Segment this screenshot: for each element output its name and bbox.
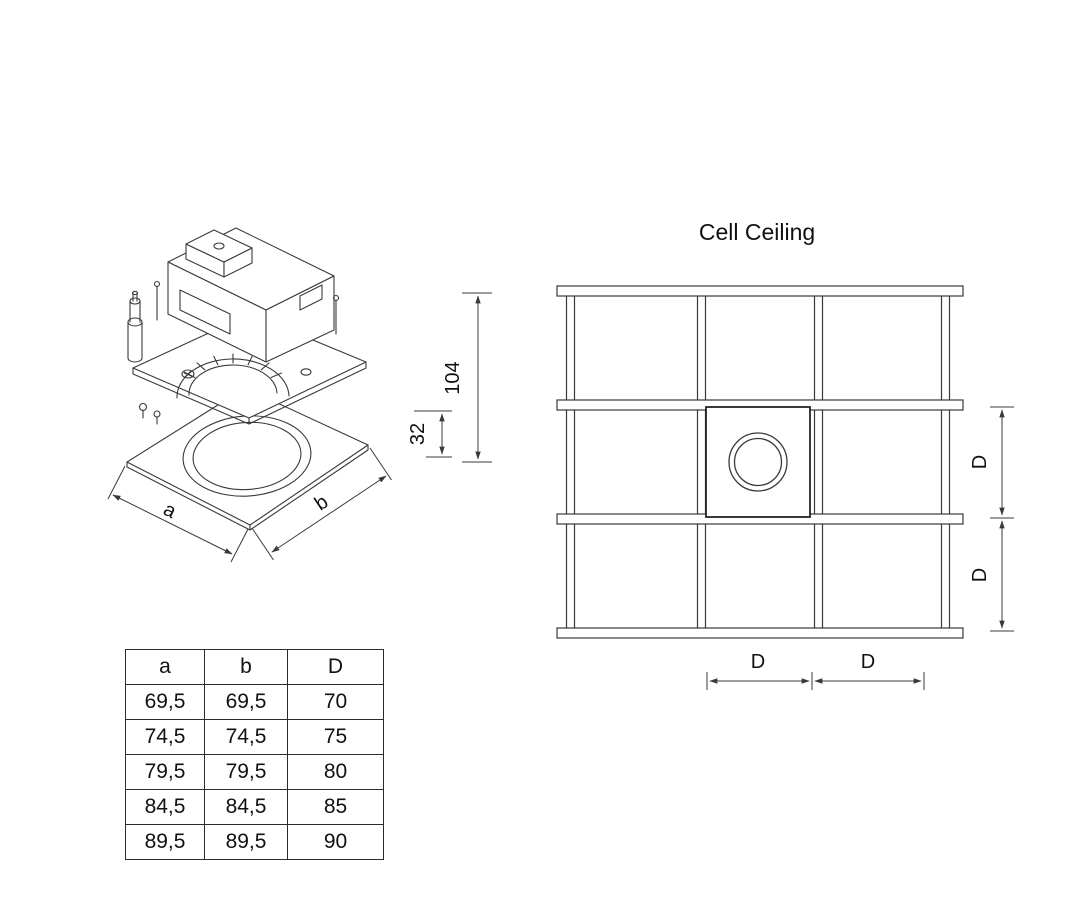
dimension-d-right-upper-label: D <box>969 455 991 469</box>
dimension-d-bottom-right-label: D <box>861 651 875 673</box>
dimension-d-right: D D <box>969 406 1014 632</box>
dimension-table: a b D 69,5 69,5 70 74,5 74,5 75 79,5 79,… <box>125 649 384 860</box>
ceiling-grid-vertical-rails <box>565 291 951 633</box>
table-cell-b: 89,5 <box>204 824 288 860</box>
table-cell-d: 80 <box>287 754 384 790</box>
dimension-32: 32 <box>407 410 452 458</box>
recessed-fixture-plan-view <box>705 406 811 518</box>
trim-plate-thickness <box>126 444 369 531</box>
table-header-a: a <box>125 649 205 685</box>
table-cell-a: 74,5 <box>125 719 205 755</box>
dimension-104: 104 <box>442 292 492 463</box>
table-header-d: D <box>287 649 384 685</box>
driver-box-label <box>179 289 231 335</box>
table-cell-b: 69,5 <box>204 684 288 720</box>
table-header-row: a b D <box>125 649 384 685</box>
cell-ceiling-drawing: Cell Ceiling D D <box>556 219 1014 690</box>
dimension-d-bottom-left-label: D <box>751 651 765 673</box>
dimension-d-right-lower-label: D <box>969 568 991 582</box>
table-cell-a: 79,5 <box>125 754 205 790</box>
table-row: 69,5 69,5 70 <box>125 684 384 720</box>
cable-gland <box>127 290 143 363</box>
table-cell-a: 69,5 <box>125 684 205 720</box>
table-cell-b: 74,5 <box>204 719 288 755</box>
trim-plate <box>126 387 369 531</box>
driver-box <box>167 227 335 363</box>
table-row: 84,5 84,5 85 <box>125 789 384 825</box>
table-cell-d: 70 <box>287 684 384 720</box>
table-row: 79,5 79,5 80 <box>125 754 384 790</box>
heatsink-fins <box>176 353 290 399</box>
table-header-b: b <box>204 649 288 685</box>
cell-ceiling-title: Cell Ceiling <box>699 219 815 245</box>
terminal-block <box>299 284 323 311</box>
table-cell-a: 84,5 <box>125 789 205 825</box>
table-cell-b: 84,5 <box>204 789 288 825</box>
table-cell-d: 75 <box>287 719 384 755</box>
dimension-104-label: 104 <box>442 361 464 394</box>
dimension-d-bottom: D D <box>706 651 925 690</box>
isometric-fixture-drawing <box>126 227 369 531</box>
table-cell-d: 85 <box>287 789 384 825</box>
table-cell-d: 90 <box>287 824 384 860</box>
dimension-32-label: 32 <box>407 423 429 445</box>
dimension-b-label: b <box>311 491 333 515</box>
ceiling-grid-horizontal-bars <box>556 285 964 639</box>
table-row: 89,5 89,5 90 <box>125 824 384 860</box>
table-cell-b: 79,5 <box>204 754 288 790</box>
table-row: 74,5 74,5 75 <box>125 719 384 755</box>
mounting-springs <box>138 280 340 425</box>
table-cell-a: 89,5 <box>125 824 205 860</box>
